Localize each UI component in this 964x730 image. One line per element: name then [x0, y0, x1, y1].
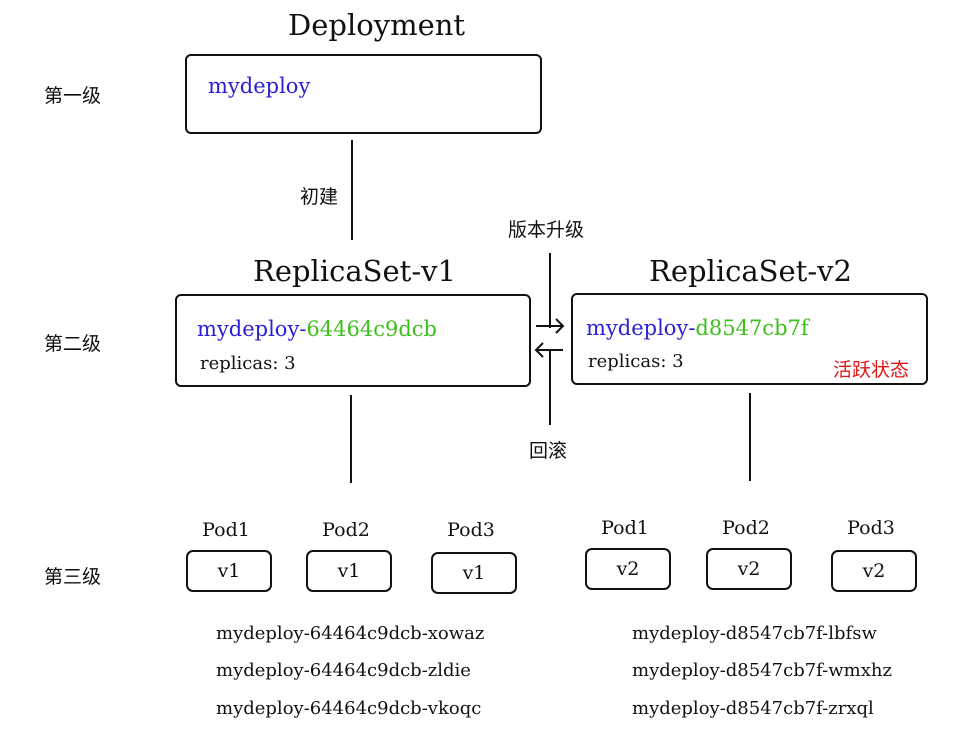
replicaset-v1-replicas: replicas: 3: [200, 353, 296, 374]
deployment-box[interactable]: mydeploy: [185, 54, 542, 134]
replicaset-v2-replicas: replicas: 3: [588, 351, 684, 372]
pod-name-v1-1: mydeploy-64464c9dcb-xowaz: [216, 623, 485, 644]
replicaset-v1-name-prefix: mydeploy-: [197, 317, 307, 341]
replicaset-v1-box[interactable]: mydeploy-64464c9dcb replicas: 3: [175, 294, 531, 387]
rollback-label: 回滚: [529, 440, 568, 462]
replicaset-v2-name-prefix: mydeploy-: [586, 316, 696, 340]
active-status-badge: 活跃状态: [833, 359, 910, 381]
pod-v1-1-label: Pod1: [202, 519, 250, 541]
pod-v1-2-box[interactable]: v1: [306, 550, 392, 592]
v1-pods-connector: [350, 395, 352, 483]
deployment-title: Deployment: [288, 8, 466, 42]
create-connector: [351, 140, 353, 240]
replicaset-v2-name-hash: d8547cb7f: [695, 316, 809, 340]
replicaset-v1-name-hash: 64464c9dcb: [306, 317, 437, 341]
upgrade-arrow-head: [555, 318, 565, 334]
pod-v2-1-box[interactable]: v2: [585, 548, 671, 590]
pod-v1-1-box[interactable]: v1: [186, 550, 272, 592]
pod-name-v2-2: mydeploy-d8547cb7f-wmxhz: [632, 660, 892, 681]
pod-name-v2-3: mydeploy-d8547cb7f-zrxql: [632, 698, 874, 719]
pod-v2-3-box[interactable]: v2: [831, 550, 917, 592]
replicaset-v2-box[interactable]: mydeploy-d8547cb7f replicas: 3 活跃状态: [571, 293, 928, 385]
replicaset-v1-name: mydeploy-64464c9dcb: [197, 317, 437, 341]
upgrade-label: 版本升级: [508, 219, 585, 241]
pod-v1-3-box[interactable]: v1: [431, 552, 517, 594]
pod-v2-1-label: Pod1: [601, 517, 649, 539]
deployment-name: mydeploy: [208, 74, 311, 98]
replicaset-v1-title: ReplicaSet-v1: [253, 254, 456, 288]
level-label-2: 第二级: [44, 333, 102, 355]
pod-v2-2-label: Pod2: [722, 517, 770, 539]
pod-name-v1-3: mydeploy-64464c9dcb-vkoqc: [216, 698, 482, 719]
pod-name-v1-2: mydeploy-64464c9dcb-zldie: [216, 660, 471, 681]
pod-name-v2-1: mydeploy-d8547cb7f-lbfsw: [632, 623, 877, 644]
create-label: 初建: [300, 186, 339, 208]
pod-v1-2-label: Pod2: [322, 519, 370, 541]
rollback-arrow-head: [534, 342, 544, 358]
replicaset-v2-title: ReplicaSet-v2: [649, 254, 852, 288]
level-label-3: 第三级: [44, 566, 102, 588]
replicaset-v2-name: mydeploy-d8547cb7f: [586, 316, 809, 340]
pod-v1-3-label: Pod3: [447, 519, 495, 541]
v2-pods-connector: [749, 393, 751, 481]
pod-v2-2-box[interactable]: v2: [706, 548, 792, 590]
level-label-1: 第一级: [44, 85, 102, 107]
pod-v2-3-label: Pod3: [847, 517, 895, 539]
